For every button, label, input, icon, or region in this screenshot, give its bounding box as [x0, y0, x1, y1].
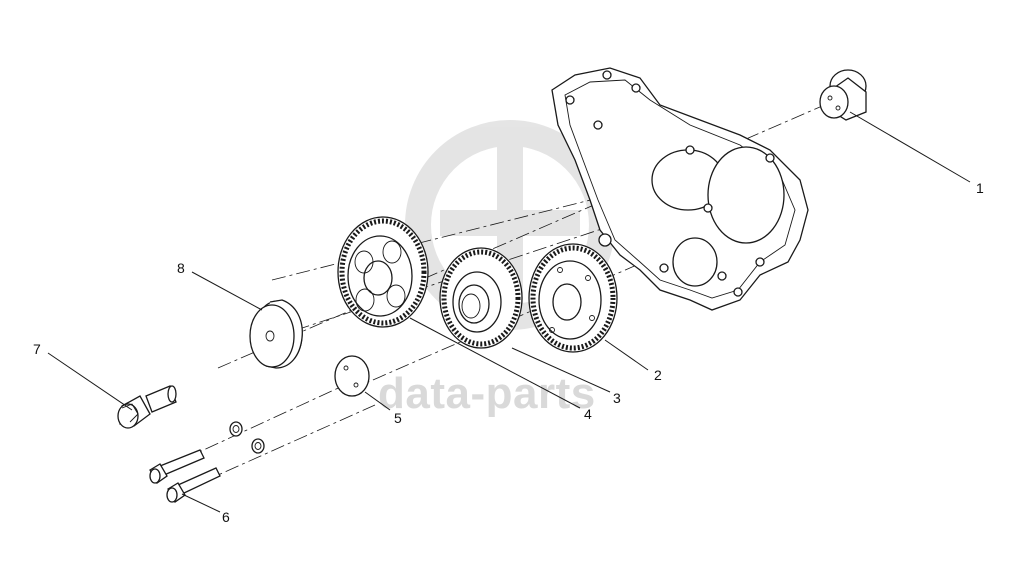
leader-lines: [47, 111, 971, 513]
part-1-plug: [819, 69, 867, 121]
bolt-icon: [117, 385, 177, 429]
callout-6: 6: [222, 509, 230, 525]
part-8-washer: [249, 299, 303, 369]
bolt-icon: [149, 449, 205, 484]
callout-5: 5: [394, 410, 402, 426]
small-washers: [229, 421, 265, 454]
callout-3: 3: [613, 390, 621, 406]
callout-1: 1: [976, 180, 984, 196]
part-7-bolt: [117, 385, 177, 429]
bolt-icon: [166, 467, 221, 503]
callout-7: 7: [33, 341, 41, 357]
watermark-text: data-parts: [378, 369, 596, 418]
part-2-gear: [528, 243, 618, 353]
plug-cap-icon: [819, 69, 867, 121]
front-cover-housing: [551, 67, 809, 311]
callout-8: 8: [177, 260, 185, 276]
callout-4: 4: [584, 406, 592, 422]
part-6-bolts: [149, 449, 221, 503]
gear-icon: [439, 247, 523, 349]
gear-icon: [528, 243, 618, 353]
callout-2: 2: [654, 367, 662, 383]
part-3-gear: [439, 247, 523, 349]
callout-labels: 1 2 3 4 5 6 7 8: [33, 180, 984, 525]
part-5-plate: [334, 355, 370, 397]
gear-icon: [337, 216, 429, 328]
part-4-gear: [337, 216, 429, 328]
plate-icon: [334, 355, 370, 397]
washer-icon: [249, 299, 303, 369]
